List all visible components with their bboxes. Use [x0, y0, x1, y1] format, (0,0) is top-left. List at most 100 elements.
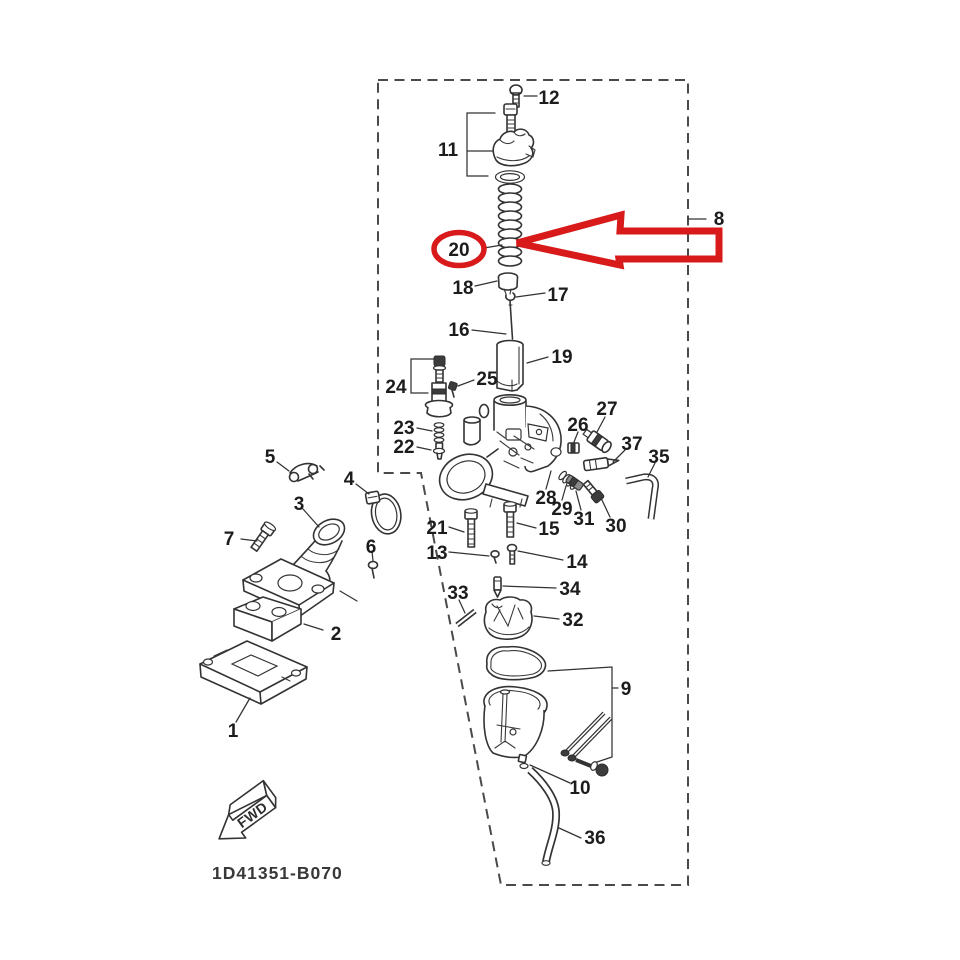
part-23-spring — [433, 422, 445, 443]
part-7-bolt — [250, 521, 277, 553]
leader-35 — [647, 462, 656, 478]
leader-14 — [517, 550, 564, 561]
part-label-36: 36 — [584, 828, 605, 849]
leader-25 — [457, 379, 475, 387]
leader-31 — [575, 490, 582, 511]
leader-flange — [339, 590, 358, 602]
part-11-cap-group — [466, 103, 536, 184]
part-9-float-bowl — [483, 685, 548, 759]
part-label-11: 11 — [438, 140, 459, 161]
part-label-5: 5 — [265, 447, 276, 468]
part-10-drain-screw — [517, 753, 529, 770]
part-16-jet-needle — [508, 300, 514, 340]
part-label-3: 3 — [294, 494, 305, 515]
part-label-9: 9 — [621, 679, 632, 700]
leader-10 — [529, 764, 571, 784]
leader-26 — [573, 431, 579, 443]
part-36-drain-hose — [527, 767, 561, 866]
part-1-joint-plate — [199, 640, 308, 705]
leader-15 — [516, 522, 537, 529]
carburetor-body — [438, 393, 562, 508]
part-label-32: 32 — [562, 610, 583, 631]
part-label-8: 8 — [714, 209, 725, 230]
leader-7 — [240, 538, 258, 542]
part-24-screw — [432, 355, 447, 383]
part-22-plunger — [432, 442, 446, 460]
leader-23 — [416, 427, 433, 432]
fwd-arrow-icon: FWD — [218, 779, 277, 840]
part-label-28: 28 — [535, 488, 556, 509]
part-30-screw — [582, 479, 605, 504]
part-label-23: 23 — [393, 418, 414, 439]
leader-34 — [502, 585, 557, 589]
part-20-spring — [497, 183, 523, 267]
part-label-34: 34 — [559, 579, 581, 600]
part-label-30: 30 — [605, 516, 626, 537]
part-32-float — [483, 596, 533, 640]
part-26-jet — [567, 442, 580, 454]
part-5-cable-holder — [288, 462, 325, 483]
part-labels: 1 2 3 4 5 6 7 8 9 10 11 12 13 14 15 16 1… — [224, 88, 725, 849]
leader-22 — [416, 446, 432, 451]
leader-16 — [471, 329, 507, 335]
leader-2 — [303, 623, 324, 631]
part-label-14: 14 — [566, 552, 588, 573]
bracket-24 — [410, 358, 435, 394]
part-4-hose-clamp — [364, 490, 402, 535]
part-31-screw-assy — [565, 474, 584, 491]
part-label-29: 29 — [551, 499, 572, 520]
part-label-25: 25 — [476, 369, 498, 390]
part-label-19: 19 — [551, 347, 572, 368]
leader-6 — [371, 550, 374, 562]
leader-30 — [600, 497, 611, 518]
part-27-main-jet — [582, 428, 612, 454]
highlight-circle — [431, 229, 487, 269]
leader-3 — [302, 508, 320, 528]
part-label-4: 4 — [344, 469, 355, 490]
leader-19 — [526, 356, 549, 364]
part-14-screw — [506, 543, 518, 565]
part-25-screw — [447, 381, 458, 398]
leader-21 — [448, 526, 465, 533]
leader-20 — [483, 244, 503, 249]
part-label-24: 24 — [385, 377, 407, 398]
part-35-pipe — [625, 473, 659, 520]
part-label-27: 27 — [596, 399, 617, 420]
part-33-float-pin — [455, 608, 477, 628]
part-2-spacer — [233, 596, 302, 642]
part-label-33: 33 — [447, 583, 468, 604]
part-label-7: 7 — [224, 529, 235, 550]
part-13-screw — [490, 549, 500, 564]
leader-4 — [355, 483, 370, 495]
part-15-bolt — [503, 501, 517, 538]
part-label-6: 6 — [366, 537, 377, 558]
leader-33 — [458, 599, 466, 614]
assembly-boundary-dashed — [377, 79, 689, 886]
part-24-plunger — [424, 382, 454, 418]
part-label-20: 20 — [448, 240, 469, 261]
leader-18 — [474, 280, 498, 287]
part-label-35: 35 — [648, 447, 670, 468]
part-21-bolt — [464, 508, 478, 548]
leader-32 — [533, 615, 560, 620]
leader-17 — [515, 292, 546, 298]
part-label-31: 31 — [573, 509, 595, 530]
part-label-13: 13 — [426, 543, 447, 564]
part-label-37: 37 — [621, 434, 642, 455]
part-12-screw — [509, 84, 523, 108]
leader-13 — [448, 551, 490, 557]
part-18-retainer — [497, 272, 519, 295]
leader-1 — [235, 697, 251, 723]
bowl-screws — [560, 711, 613, 777]
part-label-2: 2 — [331, 624, 342, 645]
part-label-1: 1 — [228, 721, 239, 742]
part-6-screw — [367, 560, 379, 579]
highlight-arrow — [516, 210, 723, 270]
part-34-needle-valve — [493, 576, 502, 598]
leader-36 — [558, 827, 582, 839]
part-label-10: 10 — [569, 778, 590, 799]
part-label-16: 16 — [448, 320, 469, 341]
part-label-18: 18 — [452, 278, 473, 299]
